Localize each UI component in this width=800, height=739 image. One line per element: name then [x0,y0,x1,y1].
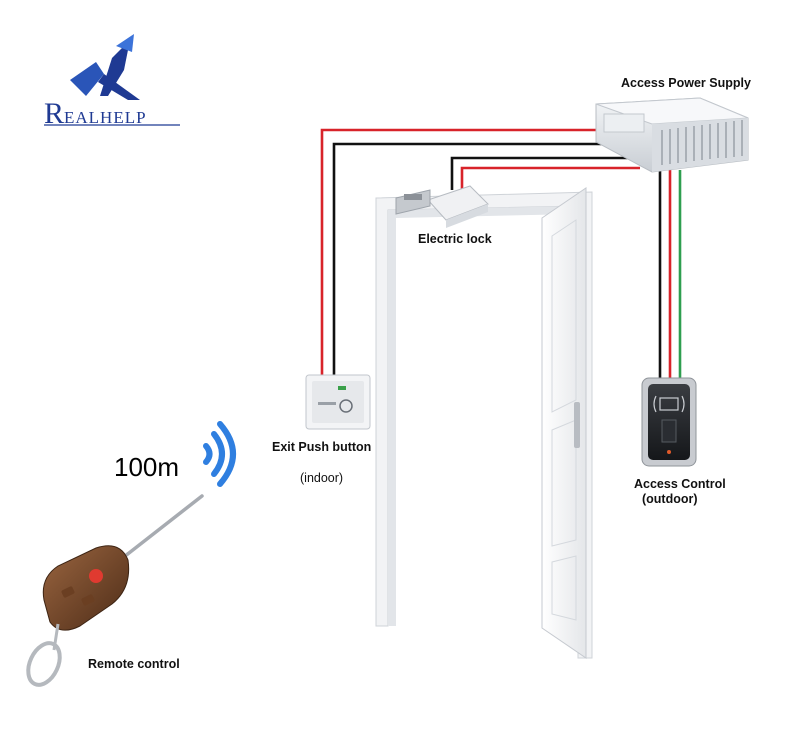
power-supply-unit [595,97,749,173]
electric-lock [395,185,489,228]
brand-rest: EALHELP [64,108,147,127]
door-leaf [541,187,587,659]
door-handle [574,402,580,448]
brand-initial: R [44,97,65,130]
access-control-reader [641,377,697,467]
brand-name: REALHELP [44,97,147,131]
exit-button-wiring [320,128,604,375]
label-access-control-note: (outdoor) [642,492,698,506]
label-exit-button-note: (indoor) [300,471,344,485]
exit-push-button [305,374,371,430]
lock-wiring [450,156,640,190]
label-access-control: Access Control [634,477,726,491]
label-exit-button: Exit Push button [272,440,372,454]
label-distance: 100m [114,452,180,482]
reader-wiring [658,170,682,378]
wifi-signal-icon [203,421,236,487]
label-electric-lock: Electric lock [418,232,492,246]
remote-fob-icon [26,494,204,687]
rfid-card-icon [653,395,685,413]
logo-k-icon [70,34,140,100]
label-remote: Remote control [88,657,180,671]
label-power-supply: Access Power Supply [621,76,751,90]
